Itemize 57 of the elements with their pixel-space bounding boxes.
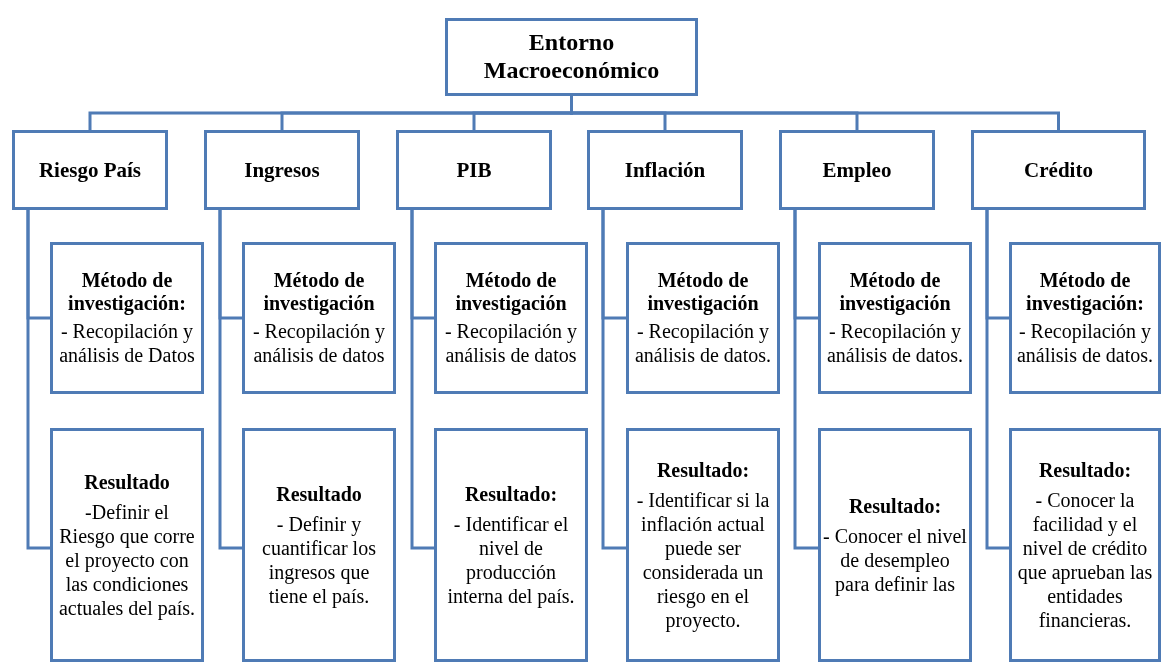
box-heading: Método de investigación: <box>1025 269 1145 315</box>
method-box <box>50 242 204 394</box>
category-box <box>204 130 360 210</box>
result-box <box>50 428 204 662</box>
box-heading: Método de investigación <box>454 269 568 315</box>
method-box <box>626 242 780 394</box>
box-text: - Recopilación y análisis de Datos <box>58 319 196 367</box>
box-text: -Definir el Riesgo que corre el proyecto con las condiciones actuales del país. <box>57 499 197 620</box>
result-box <box>242 428 396 662</box>
result-box <box>626 428 780 662</box>
box-heading: Resultado: <box>848 494 942 518</box>
box-heading: Método de investigación <box>838 269 952 315</box>
box-heading: Ingresos <box>244 157 320 183</box>
result-box <box>1009 428 1161 662</box>
box-text: - Conocer la facilidad y el nivel de crédito que aprueban las entidades financieras. <box>1016 487 1154 632</box>
connector-line <box>218 210 242 550</box>
category-box <box>779 130 935 210</box>
connector-line <box>601 210 626 550</box>
box-text: - Identificar el nivel de producción interna del país. <box>446 511 576 608</box>
box-text: - Recopilación y análisis de datos. <box>633 319 773 367</box>
box-text: - Recopilación y análisis de datos. <box>1015 319 1155 367</box>
box-text: - Conocer el nivel de desempleo para definir las <box>823 523 967 596</box>
connector-line <box>410 210 434 550</box>
connector-line <box>985 210 1009 550</box>
root-box <box>445 18 698 96</box>
method-box <box>242 242 396 394</box>
box-heading: Resultado <box>276 482 362 506</box>
category-box <box>396 130 552 210</box>
box-text: - Recopilación y análisis de datos <box>443 319 579 367</box>
result-box <box>434 428 588 662</box>
box-text: - Recopilación y análisis de datos <box>251 319 387 367</box>
box-heading: Método de investigación <box>646 269 760 315</box>
method-box <box>434 242 588 394</box>
box-heading: Empleo <box>822 157 892 183</box>
method-box <box>818 242 972 394</box>
box-text: - Definir y cuantificar los ingresos que tiene el país. <box>261 511 377 608</box>
category-box <box>587 130 743 210</box>
connector-line <box>26 210 50 550</box>
result-box <box>818 428 972 662</box>
category-box <box>12 130 168 210</box>
box-heading: Crédito <box>1024 157 1093 183</box>
box-heading: Inflación <box>624 157 706 183</box>
box-heading: Método de investigación <box>262 269 376 315</box>
box-heading: Resultado <box>84 470 170 494</box>
box-heading: Entorno Macroeconómico <box>482 29 661 85</box>
box-heading: PIB <box>456 157 492 183</box>
box-heading: Resultado: <box>1038 458 1132 482</box>
category-box <box>971 130 1146 210</box>
box-text: - Recopilación y análisis de datos. <box>825 319 965 367</box>
connector-line <box>570 96 1060 130</box>
box-text: - Identificar si la inflación actual puede ser considerada un riesgo en el proyecto. <box>635 487 771 632</box>
box-heading: Resultado: <box>464 482 558 506</box>
connector-line <box>793 210 818 550</box>
method-box <box>1009 242 1161 394</box>
box-heading: Riesgo País <box>38 157 142 183</box>
box-heading: Resultado: <box>656 458 750 482</box>
box-heading: Método de investigación: <box>67 269 187 315</box>
